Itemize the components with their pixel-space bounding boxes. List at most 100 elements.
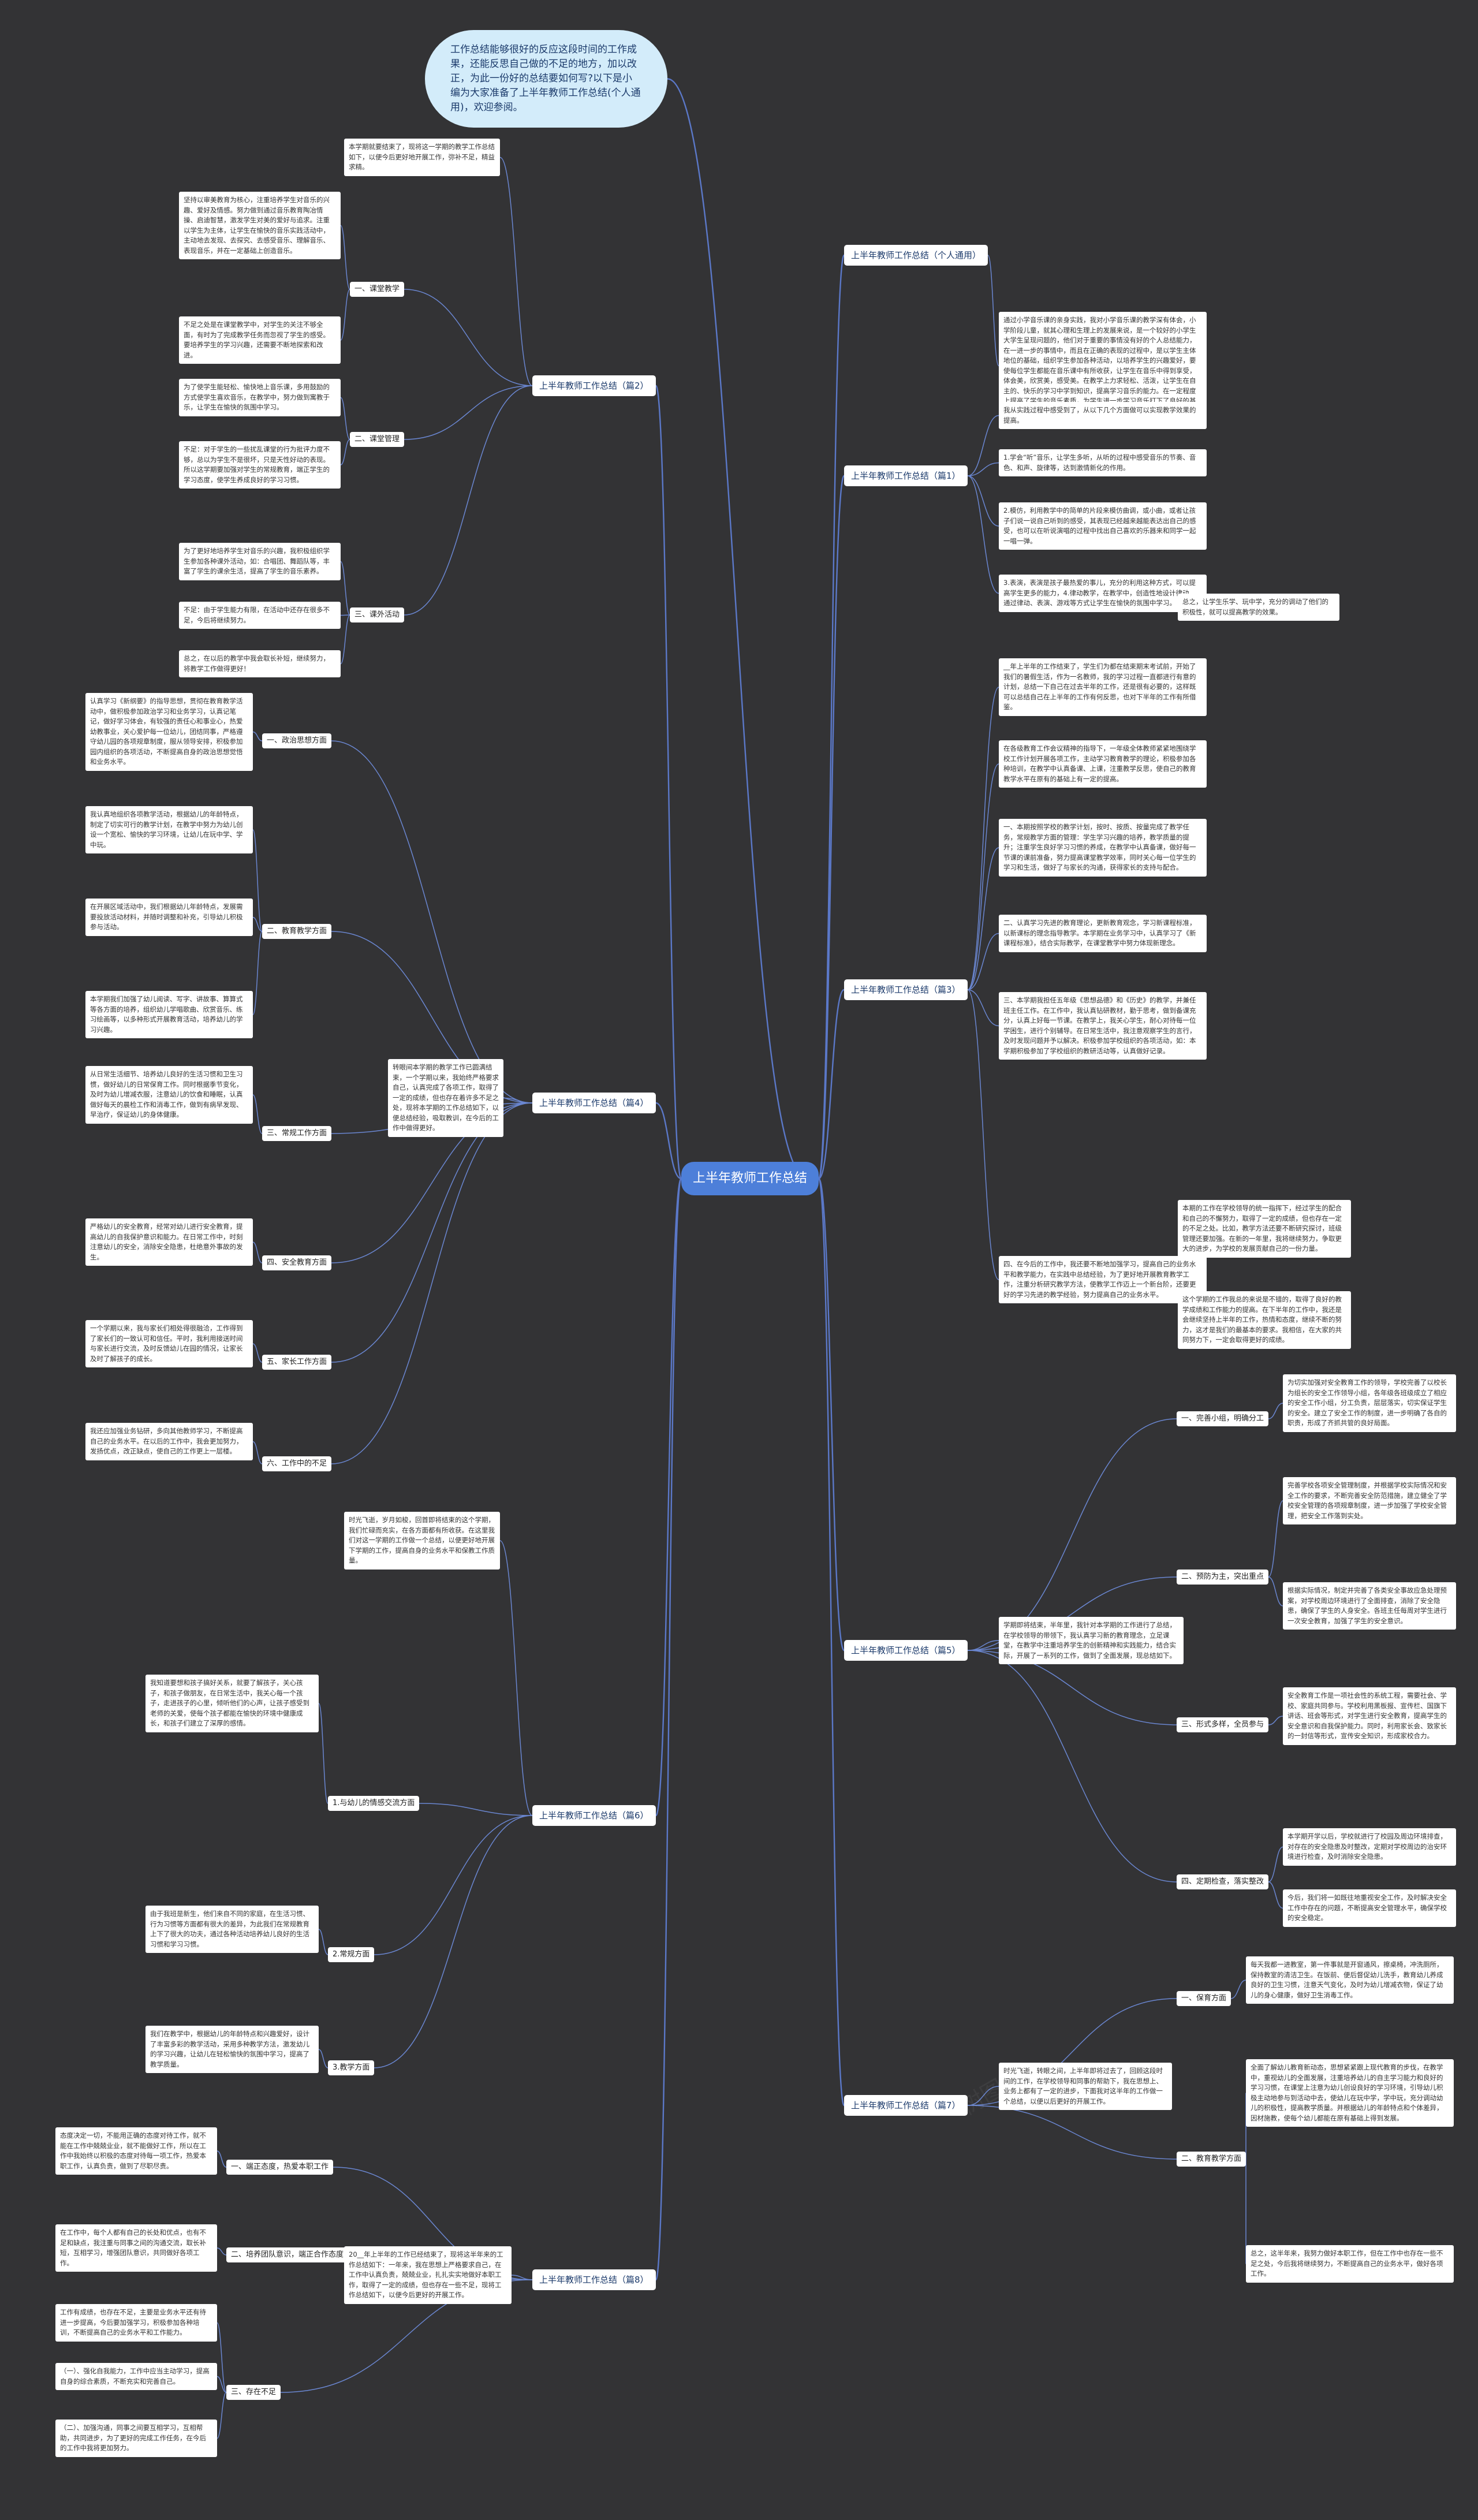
left-1-sub-4-leaf-0: 一个学期以来，我与家长们相处得很融洽，工作得到了家长们的一致认可和信任。平时，我… (85, 1320, 253, 1367)
right-2-leaf-1: 在各级教育工作会议精神的指导下，一年级全体教师紧紧地围绕学校工作计划开展各项工作… (999, 740, 1207, 788)
link-left-1-sub-5 (331, 1102, 533, 1464)
link-left-0-sub-1-leaf-1 (340, 439, 350, 465)
link-left-1-sub-3-leaf-0 (252, 1242, 263, 1263)
branch-left-2: 上半年教师工作总结（篇6） (532, 1805, 656, 1826)
left-1-sub-2: 三、常规工作方面 (262, 1126, 332, 1141)
link-left-3-sub-2-leaf-1 (217, 2376, 227, 2393)
left-2-leaf-0: 时光飞逝，岁月如梭，回首即将结束的这个学期，我们忙碌而充实，在各方面都有所收获。… (344, 1512, 500, 1570)
link-right-1-leaf-2 (967, 475, 999, 527)
link-right-3-sub-1-leaf-0 (1268, 1500, 1283, 1578)
link-root-left-3 (655, 1177, 682, 2281)
left-1-sub-4: 五、家长工作方面 (262, 1355, 332, 1370)
left-0-sub-0-leaf-0: 坚持以审美教育为核心，注重培养学生对音乐的兴趣、爱好及情感。努力做到通过音乐教育… (179, 192, 341, 259)
left-0-sub-1: 二、课堂管理 (350, 432, 405, 447)
link-right-4-leaf-0 (967, 2086, 999, 2106)
right-2-extra-0: 本期的工作在学校领导的统一指挥下，经过学生的配合和自己的不懈努力，取得了一定的成… (1178, 1200, 1351, 1258)
branch-right-2: 上半年教师工作总结（篇3） (844, 979, 968, 1000)
right-3-sub-1-leaf-1: 根据实际情况，制定并完善了各类安全事故应急处理预案，对学校周边环境进行了全面排查… (1283, 1582, 1456, 1630)
link-left-2-sub-1 (374, 1815, 533, 1955)
right-4-sub-1: 二、教育教学方面 (1177, 2152, 1246, 2167)
left-1-sub-5: 六、工作中的不足 (262, 1456, 332, 1471)
left-3-sub-1-leaf-0: 在工作中，每个人都有自己的长处和优点，也有不足和缺点，我注重与同事之间的沟通交流… (55, 2224, 217, 2272)
link-right-2-leaf-2 (967, 847, 999, 990)
right-2-leaf-5: 四、在今后的工作中，我还要不断地加强学习，提高自己的业务水平和教学能力，在实践中… (999, 1256, 1207, 1303)
left-0-leaf-0: 本学期就要结束了，现将这一学期的教学工作总结如下，以便今后更好地开展工作，弥补不… (344, 139, 500, 176)
left-2-sub-2: 3.教学方面 (328, 2060, 375, 2075)
left-0-sub-1-leaf-1: 不足：对于学生的一些扰乱课堂的行为批评力度不够，总以为学生不是很坏，只是天性好动… (179, 441, 341, 489)
link-left-0-sub-2-leaf-1 (340, 614, 350, 616)
link-right-3-sub-0-leaf-0 (1268, 1403, 1283, 1419)
link-left-0-sub-1 (404, 385, 533, 440)
right-3-sub-0-leaf-0: 为切实加强对安全教育工作的领导，学校完善了以校长为组长的安全工作领导小组，各年级… (1283, 1374, 1456, 1432)
left-0-sub-0: 一、课堂教学 (350, 282, 405, 297)
link-root-right-2 (818, 989, 845, 1180)
left-3-sub-0-leaf-0: 态度决定一切，不能用正确的态度对待工作，就不能在工作中兢兢业业，就不能做好工作，… (55, 2127, 217, 2175)
link-right-2-leaf-5 (967, 989, 999, 1280)
right-3-sub-3-leaf-1: 今后，我们将一如既往地重视安全工作，及时解决安全工作中存在的问题，不断提高安全管… (1283, 1889, 1456, 1927)
left-2-sub-1-leaf-0: 由于我班是新生，他们来自不同的家庭，在生活习惯、行为习惯等方面都有很大的差异，为… (145, 1906, 319, 1953)
link-root-right-1 (818, 475, 845, 1180)
right-1-leaf-1: 1.学会“听”音乐，让学生多听，从听的过程中感受音乐的节奏、音色、和声、旋律等，… (999, 449, 1207, 476)
left-1-sub-3: 四、安全教育方面 (262, 1255, 332, 1270)
left-2-sub-0-leaf-0: 我知道要想和孩子搞好关系，就要了解孩子，关心孩子，和孩子做朋友，在日常生活中，我… (145, 1675, 319, 1732)
link-right-2-leaf-1 (967, 763, 999, 990)
branch-left-1: 上半年教师工作总结（篇4） (532, 1093, 656, 1113)
link-left-1-sub-2-leaf-0 (252, 1094, 263, 1134)
link-root-left-2 (655, 1177, 682, 1817)
right-3-sub-2-leaf-0: 安全教育工作是一项社会性的系统工程，需要社会、学校、家庭共同参与。学校利用黑板报… (1283, 1687, 1456, 1745)
left-0-sub-1-leaf-0: 为了使学生能轻松、愉快地上音乐课，多用鼓励的方式使学生喜欢音乐，在教学中，努力做… (179, 379, 341, 416)
link-left-0-sub-0-leaf-0 (340, 225, 350, 290)
link-left-2-sub-0 (419, 1803, 533, 1816)
right-4-sub-1-leaf-0: 全面了解幼儿教育新动态，思想紧紧跟上现代教育的步伐，在教学中，重视幼儿的全面发展… (1246, 2059, 1454, 2127)
link-right-3-sub-3 (967, 1650, 1177, 1882)
link-left-0-leaf-0 (499, 156, 533, 386)
link-right-0-leaf-0 (987, 255, 999, 367)
left-2-sub-2-leaf-0: 我们在教学中，根据幼儿的年龄特点和兴趣爱好，设计了丰富多彩的教学活动，采用多种教… (145, 2026, 319, 2073)
link-left-2-sub-2-leaf-0 (318, 2049, 329, 2068)
link-root-right-4 (818, 1177, 845, 2107)
left-1-sub-0-leaf-0: 认真学习《新纲要》的指导思想，贯彻在教育教学活动中，做积极参加政治学习和业务学习… (85, 693, 253, 771)
branch-right-1: 上半年教师工作总结（篇1） (844, 465, 968, 486)
left-1-sub-1-leaf-2: 本学期我们加强了幼儿阅读、写字、讲故事、算算式等各方面的培养，组织幼儿学唱歌曲、… (85, 991, 253, 1038)
link-left-0-sub-2 (404, 385, 533, 616)
link-left-0-sub-2-leaf-0 (340, 561, 350, 616)
link-right-1-leaf-3 (967, 475, 999, 594)
right-1-leaf-3: 3.表演，表演是孩子最热爱的事儿，充分的利用这种方式，可以提高学生更多的能力，4… (999, 575, 1207, 612)
link-left-0-sub-0-leaf-1 (340, 289, 350, 341)
link-left-1-sub-4 (331, 1102, 533, 1363)
left-3-sub-2-leaf-0: 工作有成绩，也存在不足，主要是业务水平还有待进一步提高，今后要加强学习，积极参加… (55, 2304, 217, 2342)
link-left-3-sub-1-leaf-0 (217, 2247, 227, 2256)
left-1-sub-3-leaf-0: 严格幼儿的安全教育，经常对幼儿进行安全教育，提高幼儿的自我保护意识和能力。在日常… (85, 1218, 253, 1266)
link-right-4-sub-0-leaf-0 (1230, 1980, 1246, 1999)
link-left-3-sub-2-leaf-0 (217, 2322, 227, 2393)
link-right-2-leaf-4 (967, 989, 999, 1027)
link-left-1-sub-1-leaf-0 (252, 829, 263, 932)
right-3-sub-3-leaf-0: 本学期开学以后，学校就进行了校园及周边环境排查，对存在的安全隐患及时整改，定期对… (1283, 1828, 1456, 1866)
right-3-leaf-0: 学期即将结束，半年里，我针对本学期的工作进行了总结，在学校领导的带领下，我认真学… (999, 1617, 1184, 1664)
link-right-3-sub-0 (967, 1418, 1177, 1651)
left-1-sub-0: 一、政治思想方面 (262, 733, 332, 748)
right-4-sub-0-leaf-0: 每天我都一进教室，第一件事就是开窗通风，擦桌椅，冲洗厕所，保持教室的清洁卫生。在… (1246, 1956, 1454, 2004)
link-left-2-sub-2 (374, 1815, 533, 2068)
left-3-leaf-0: 20__年上半年的工作已经结束了，现将这半年来的工作总结如下：一年来，我在思想上… (344, 2246, 512, 2304)
left-0-sub-2: 三、课外活动 (350, 607, 405, 622)
link-root-right-3 (818, 1177, 845, 1652)
link-left-0-sub-2-leaf-2 (340, 614, 350, 665)
right-3-sub-2: 三、形式多样，全员参与 (1177, 1717, 1269, 1732)
right-4-leaf-0: 时光飞逝，转眼之间，上半年即将过去了，回顾这段时间的工作，在学校领导和同事的帮助… (999, 2063, 1172, 2110)
right-3-sub-1: 二、预防为主，突出重点 (1177, 1570, 1269, 1585)
branch-right-4: 上半年教师工作总结（篇7） (844, 2095, 968, 2116)
link-root-left-0 (655, 385, 682, 1180)
left-3-sub-2-leaf-2: （二）、加强沟通，同事之间要互相学习，互相帮助，共同进步，为了更好的完成工作任务… (55, 2420, 217, 2457)
left-0-sub-2-leaf-1: 不足：由于学生能力有限，在活动中还存在很多不足，今后将继续努力。 (179, 602, 341, 629)
link-left-1-sub-1-leaf-1 (252, 916, 263, 932)
right-1-leaf-2: 2.模仿，利用教学中的简单的片段来模仿曲调，或小曲，或者让孩子们说一说自己听到的… (999, 502, 1207, 550)
link-left-0-sub-0 (404, 289, 533, 386)
link-left-1-sub-1-leaf-2 (252, 931, 263, 1015)
left-1-sub-1-leaf-1: 在开展区域活动中，我们根据幼儿年龄特点，发展需要投放活动材料，并随时调整和补充，… (85, 899, 253, 936)
branch-right-0: 上半年教师工作总结（个人通用） (844, 245, 988, 266)
left-1-sub-2-leaf-0: 从日常生活细节、培养幼儿良好的生活习惯和卫生习惯，做好幼儿的日常保育工作。同时根… (85, 1066, 253, 1124)
left-3-sub-1: 二、培养团队意识，端正合作态度 (226, 2247, 349, 2262)
right-2-extra-1: 这个学期的工作我总的来说是不错的，取得了良好的教学成绩和工作能力的提高。在下半年… (1178, 1291, 1351, 1349)
right-3-sub-0: 一、完善小组，明确分工 (1177, 1411, 1269, 1426)
